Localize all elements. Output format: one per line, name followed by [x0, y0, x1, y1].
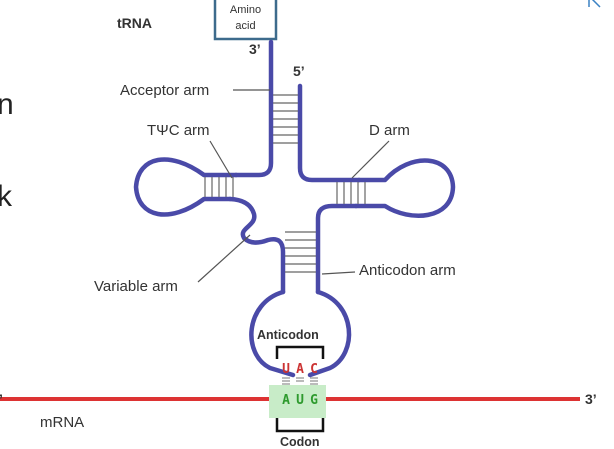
amino-acid-box	[213, 0, 278, 41]
variable-arm-label: Variable arm	[94, 278, 178, 295]
five-prime-top-label: 5’	[293, 63, 305, 79]
codon-base: G	[310, 393, 318, 408]
anticodon-base: C	[310, 362, 318, 377]
three-prime-right-label: 3’	[585, 391, 597, 407]
expand-icon[interactable]	[588, 0, 601, 8]
codon-bases: A U G	[282, 393, 318, 408]
codon-pairing-lines	[282, 377, 318, 385]
codon-base: U	[296, 393, 304, 408]
anticodon-bracket	[275, 345, 325, 359]
codon-highlight	[269, 385, 326, 418]
five-prime-left-label: ’	[0, 391, 3, 407]
anticodon-arm-label: Anticodon arm	[359, 262, 456, 279]
amino-acid-label-line2: acid	[235, 20, 255, 32]
page-text-fragment-1: n	[0, 88, 14, 121]
twc-arm-label: TΨC arm	[147, 122, 210, 139]
codon-base: A	[282, 393, 290, 408]
trna-strand	[133, 39, 456, 378]
anticodon-label: Anticodon	[257, 328, 319, 342]
codon-bracket	[275, 418, 325, 433]
anticodon-base: U	[282, 362, 290, 377]
label-leader-lines	[197, 89, 390, 283]
amino-acid-label-line1: Amino	[230, 4, 261, 16]
codon-label: Codon	[280, 435, 320, 449]
mrna-label: mRNA	[40, 414, 84, 431]
base-pair-rungs	[204, 94, 366, 273]
page-text-fragment-2: k	[0, 180, 13, 213]
d-arm-label: D arm	[369, 122, 410, 139]
three-prime-top-label: 3’	[249, 41, 261, 57]
anticodon-base: A	[296, 362, 304, 377]
trna-label: tRNA	[117, 15, 152, 31]
anticodon-bases: U A C	[282, 362, 318, 377]
acceptor-arm-label: Acceptor arm	[120, 82, 209, 99]
